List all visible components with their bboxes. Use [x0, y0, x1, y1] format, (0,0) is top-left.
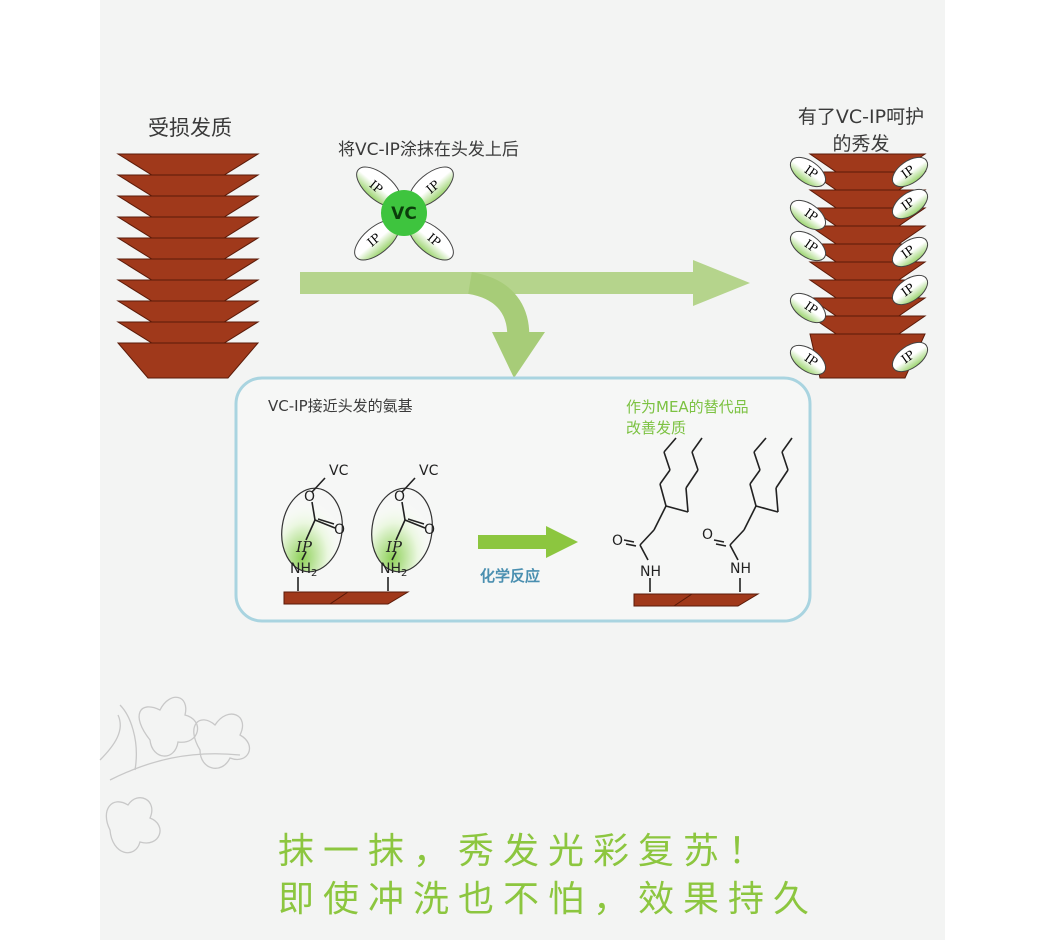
- substitute-label-line1: 作为MEA的替代品: [626, 398, 749, 416]
- protected-title-line1: 有了VC-IP呵护: [797, 106, 925, 128]
- vc-ip-molecule: IP IP IP IP VC: [354, 166, 454, 261]
- subscript-2: 2: [311, 568, 317, 579]
- chem-o-label: O: [304, 489, 315, 505]
- reactant-structures: [281, 477, 433, 591]
- damaged-hair-title: 受损发质: [148, 116, 232, 140]
- flower-decoration: [99, 696, 251, 854]
- chem-vc-label: VC: [419, 463, 439, 479]
- chem-nh2-label: NH2: [290, 561, 317, 579]
- chem-o-label: O: [702, 527, 713, 543]
- curved-down-arrow: [467, 272, 545, 378]
- chem-o-label: O: [334, 522, 345, 538]
- substitute-label-line2: 改善发质: [626, 419, 687, 437]
- chem-nh-label: NH: [730, 561, 751, 577]
- reactant-labels: VC O O IP NH2 VC O O IP NH2: [290, 463, 439, 579]
- product-labels: O NH O NH: [612, 527, 751, 580]
- chem-nh2-label: NH2: [380, 561, 407, 579]
- chem-o-label: O: [612, 533, 623, 549]
- nh-text: NH: [290, 561, 311, 577]
- nh-text: NH: [380, 561, 401, 577]
- hair-base-right: [633, 593, 760, 607]
- hair-base-left: [283, 591, 410, 605]
- protected-hair-title: 有了VC-IP呵护的秀发: [786, 104, 936, 158]
- vc-core-label: VC: [391, 204, 417, 224]
- slogan-line-1: 抹一抹，秀发光彩复苏！: [278, 831, 774, 872]
- damaged-hair-stack: [116, 153, 260, 379]
- apply-vc-ip-title: 将VC-IP涂抹在头发上后: [338, 140, 519, 160]
- right-margin: [945, 0, 1044, 940]
- chem-ip-label: IP: [385, 538, 403, 556]
- protected-title-line2: 的秀发: [832, 133, 890, 155]
- chem-o-label: O: [394, 489, 405, 505]
- chem-vc-label: VC: [329, 463, 349, 479]
- product-structures: [623, 437, 793, 592]
- approach-label: VC-IP接近头发的氨基: [268, 397, 413, 415]
- substitute-label: 作为MEA的替代品改善发质: [626, 397, 816, 439]
- chem-nh-label: NH: [640, 564, 661, 580]
- reaction-label: 化学反应: [480, 567, 541, 585]
- chem-o-label: O: [424, 522, 435, 538]
- chem-ip-label: IP: [295, 538, 313, 556]
- slogan-line-2: 即使冲洗也不怕，效果持久: [278, 879, 819, 920]
- reaction-arrow: [478, 526, 578, 558]
- protected-hair-stack: IP IP IP IP IP IP IP IP IP IP: [789, 153, 929, 379]
- subscript-2: 2: [401, 568, 407, 579]
